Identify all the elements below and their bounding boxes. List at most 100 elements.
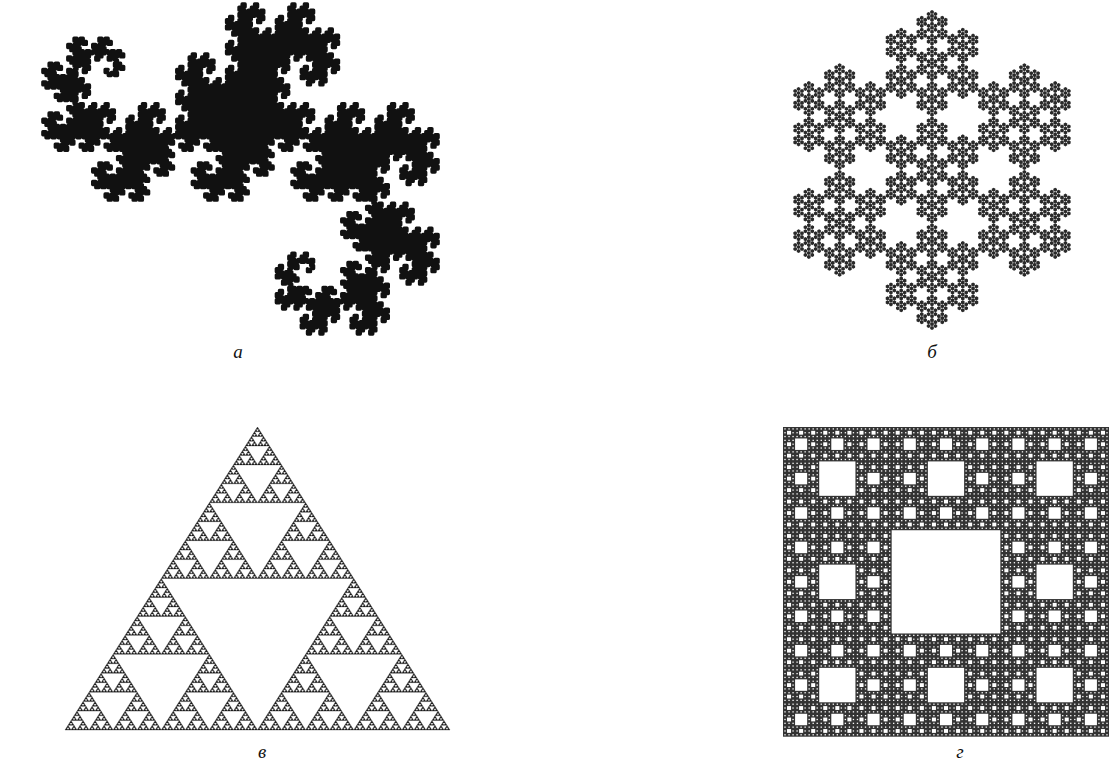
hexagon-cell <box>992 144 996 148</box>
hexagon-cell <box>1023 170 1027 174</box>
hexagon-cell <box>930 188 934 192</box>
hexagon-cell <box>845 261 849 265</box>
hexagon-cell <box>903 164 907 168</box>
hexagon-cell <box>1043 134 1047 138</box>
hexagon-cell <box>930 121 934 125</box>
hexagon-cell <box>930 275 934 279</box>
hexagon-cell <box>947 190 951 194</box>
hexagon-cell <box>1005 196 1009 200</box>
hexagon-cell <box>841 247 845 251</box>
hexagon-cell <box>1005 128 1009 132</box>
hexagon-cell <box>964 302 968 306</box>
hexagon-cell <box>930 61 934 65</box>
hexagon-cell <box>1029 142 1033 146</box>
hexagon-cell <box>964 271 968 275</box>
hexagon-cell <box>899 253 903 257</box>
hexagon-cell <box>988 146 992 150</box>
hexagon-cell <box>961 134 965 138</box>
hexagon-cell <box>982 142 986 146</box>
hexagon-cell <box>930 73 934 77</box>
hexagon-cell <box>917 105 921 109</box>
hexagon-cell <box>1012 227 1016 231</box>
hexagon-cell <box>951 282 955 286</box>
hexagon-cell <box>951 196 955 200</box>
hexagon-cell <box>1036 119 1040 123</box>
hexagon-cell <box>920 273 924 277</box>
hexagon-cell <box>910 34 914 38</box>
hexagon-cell <box>1047 89 1051 93</box>
hexagon-cell <box>852 213 856 217</box>
hexagon-cell <box>1064 126 1068 130</box>
hexagon-cell <box>992 231 996 235</box>
hexagon-cell <box>899 28 903 32</box>
hexagon-cell <box>968 40 972 44</box>
hexagon-cell <box>899 194 903 198</box>
hexagon-cell <box>834 184 838 188</box>
hexagon-cell <box>975 300 979 304</box>
hexagon-cell <box>1029 225 1033 229</box>
hexagon-cell <box>971 38 975 42</box>
hexagon-cell <box>930 57 934 61</box>
hexagon-cell <box>852 178 856 182</box>
hexagon-cell <box>1023 245 1027 249</box>
hexagon-cell <box>951 34 955 38</box>
hexagon-cell <box>886 288 890 292</box>
hexagon-cell <box>923 164 927 168</box>
hexagon-cell <box>1012 180 1016 184</box>
hexagon-cell <box>1026 271 1030 275</box>
hexagon-cell <box>968 36 972 40</box>
hexagon-cell <box>964 267 968 271</box>
hexagon-cell <box>903 69 907 73</box>
hexagon-cell <box>1067 136 1071 140</box>
hexagon-cell <box>1016 253 1020 257</box>
hexagon-cell <box>1019 211 1023 215</box>
hexagon-cell <box>1053 239 1057 243</box>
hexagon-cell <box>934 12 938 16</box>
hexagon-cell <box>961 75 965 79</box>
hexagon-cell <box>903 140 907 144</box>
hexagon-cell <box>927 170 931 174</box>
hexagon-cell <box>858 209 862 213</box>
hexagon-cell <box>910 53 914 57</box>
hexagon-cell <box>944 196 948 200</box>
hexagon-cell <box>920 138 924 142</box>
hexagon-cell <box>920 170 924 174</box>
hexagon-cell <box>1023 138 1027 142</box>
hexagon-cell <box>1064 107 1068 111</box>
hexagon-cell <box>923 57 927 61</box>
hexagon-cell <box>893 261 897 265</box>
hexagon-cell <box>944 53 948 57</box>
hexagon-cell <box>1016 213 1020 217</box>
hexagon-cell <box>889 294 893 298</box>
hexagon-cell <box>927 24 931 28</box>
hexagon-cell <box>985 128 989 132</box>
hexagon-cell <box>869 203 873 207</box>
hexagon-cell <box>930 235 934 239</box>
hexagon-cell <box>917 18 921 22</box>
hexagon-cell <box>889 45 893 49</box>
hexagon-cell <box>982 202 986 206</box>
hexagon-cell <box>903 93 907 97</box>
hexagon-cell <box>927 213 931 217</box>
hexagon-cell <box>858 229 862 233</box>
hexagon-cell <box>1023 178 1027 182</box>
hexagon-cell <box>923 235 927 239</box>
hexagon-cell <box>899 257 903 261</box>
hexagon-cell <box>906 261 910 265</box>
hexagon-cell <box>940 170 944 174</box>
hexagon-cell <box>906 190 910 194</box>
hexagon-cell <box>1064 134 1068 138</box>
hexagon-cell <box>1047 140 1051 144</box>
hexagon-cell <box>899 245 903 249</box>
hexagon-cell <box>951 255 955 259</box>
hexagon-cell <box>961 28 965 32</box>
hexagon-cell <box>834 247 838 251</box>
hexagon-cell <box>1002 91 1006 95</box>
hexagon-cell <box>1029 83 1033 87</box>
hexagon-cell <box>975 265 979 269</box>
hexagon-cell <box>1050 146 1054 150</box>
hexagon-cell <box>992 113 996 117</box>
hexagon-cell <box>872 190 876 194</box>
hexagon-cell <box>1016 158 1020 162</box>
hexagon-cell <box>995 111 999 115</box>
